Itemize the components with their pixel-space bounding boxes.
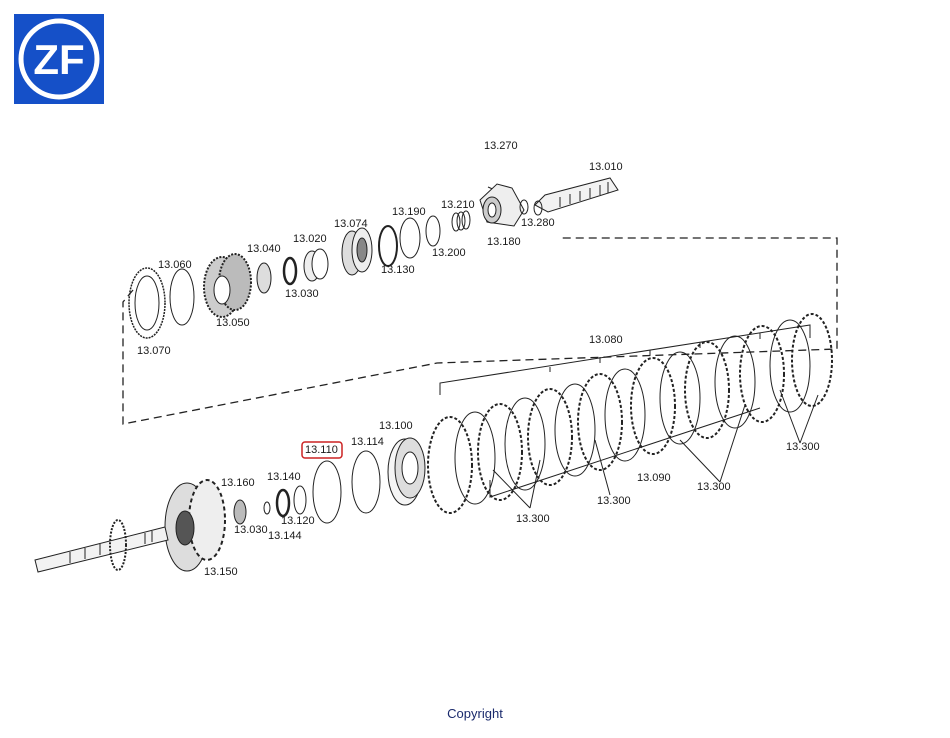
part-label-p13150: 13.150 <box>204 566 238 578</box>
input-shaft <box>34 519 169 573</box>
clutch-pack <box>427 313 833 514</box>
ring-13190 <box>399 217 421 259</box>
logo-text: ZF <box>33 36 84 83</box>
housing-13150 <box>164 479 226 572</box>
disc-13110 <box>312 460 342 524</box>
flange-housing <box>479 183 525 227</box>
bracket-13090 <box>489 407 761 498</box>
zf-logo: ZF <box>14 14 104 104</box>
hub-13020 <box>303 248 329 282</box>
part-label-p13280: 13.280 <box>521 217 555 229</box>
assembly-path-line <box>122 237 838 425</box>
part-label-p13070: 13.070 <box>137 345 171 357</box>
ring-13140 <box>275 488 291 518</box>
ring-13144 <box>263 501 271 515</box>
part-label-p13300d: 13.300 <box>516 513 550 525</box>
bearing-13160 <box>233 499 247 525</box>
part-label-p13130: 13.130 <box>381 264 415 276</box>
part-label-p13020: 13.020 <box>293 233 327 245</box>
part-label-p13270: 13.270 <box>484 140 518 152</box>
part-label-p13100: 13.100 <box>379 420 413 432</box>
part-label-p13300a: 13.300 <box>786 441 820 453</box>
copyright-footer: Copyright <box>0 706 950 721</box>
part-label-p13144: 13.144 <box>268 530 302 542</box>
bracket-13080 <box>439 324 811 395</box>
part-label-p13140: 13.140 <box>267 471 301 483</box>
part-label-p13030a: 13.030 <box>285 288 319 300</box>
part-label-p13060: 13.060 <box>158 259 192 271</box>
part-label-p13300c: 13.300 <box>597 495 631 507</box>
output-shaft <box>533 177 619 216</box>
part-label-p13114: 13.114 <box>351 436 384 448</box>
ring-13280 <box>519 199 529 215</box>
ring-13030 <box>282 256 298 286</box>
part-label-p13050: 13.050 <box>216 317 250 329</box>
part-label-p13190: 13.190 <box>392 206 426 218</box>
sleeve-13074 <box>341 227 373 276</box>
part-label-p13080: 13.080 <box>589 334 623 346</box>
leader-lines <box>492 389 819 509</box>
highlight-box <box>301 441 343 459</box>
part-label-p13300b: 13.300 <box>697 481 731 493</box>
drum-13100 <box>387 437 426 506</box>
ring-13060 <box>169 268 195 326</box>
spring-13210 <box>451 210 471 232</box>
gear-13050 <box>203 253 252 318</box>
part-label-p13030b: 13.030 <box>234 524 268 536</box>
ring-13130 <box>378 225 398 267</box>
part-label-p13090: 13.090 <box>637 472 671 484</box>
part-label-p13074: 13.074 <box>334 218 368 230</box>
part-label-p13210: 13.210 <box>441 199 475 211</box>
part-label-p13010: 13.010 <box>589 161 623 173</box>
part-label-p13200: 13.200 <box>432 247 466 259</box>
zf-logo-icon: ZF <box>18 18 100 100</box>
part-label-p13120: 13.120 <box>281 515 315 527</box>
copyright-link[interactable]: Copyright <box>447 706 503 721</box>
part-label-p13040: 13.040 <box>247 243 281 255</box>
part-label-p13180: 13.180 <box>487 236 521 248</box>
part-label-p13160: 13.160 <box>221 477 255 489</box>
bearing-13040 <box>256 262 272 294</box>
disc-13070 <box>128 267 166 339</box>
disc-13114 <box>351 450 381 514</box>
ring-13200 <box>425 215 441 247</box>
part-label-p13110[interactable]: 13.110 <box>305 444 338 456</box>
ring-13120 <box>293 485 307 515</box>
